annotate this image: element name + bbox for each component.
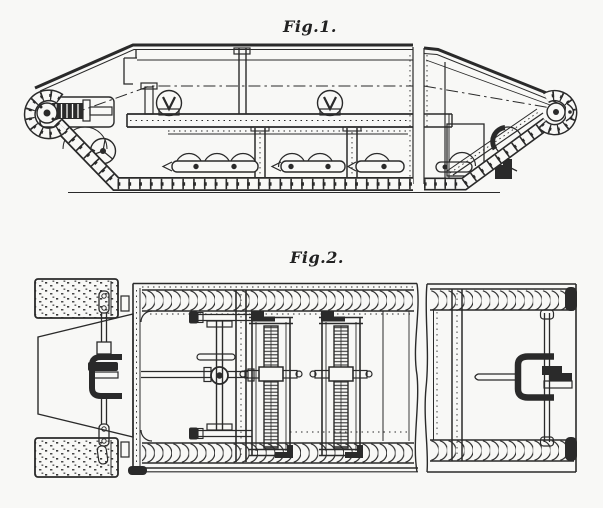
figure-1-side-elevation: Fig.1. — [23, 17, 578, 194]
fig2-rear-bottom-track-band — [430, 440, 574, 461]
fig2-jack-handle — [196, 353, 236, 361]
figure-2-plan-view: Fig.2. — [34, 248, 577, 478]
fig2-rear-break-edge — [424, 283, 429, 473]
fig2-rear-section — [424, 283, 577, 473]
fig2-rear-clamp-bracket — [514, 353, 554, 401]
fig2-worm-screw-column-2 — [309, 311, 373, 458]
figure-2-label: Fig.2. — [289, 248, 344, 267]
fig1-return-roller-rear — [316, 89, 344, 117]
fig2-front-track-pad-top — [34, 278, 119, 319]
fig2-worm-screw-column-1 — [239, 311, 303, 458]
fig1-rear-interior — [444, 62, 544, 179]
fig1-centerline — [51, 85, 558, 122]
fig2-top-track-band — [142, 290, 414, 311]
figure-1-label: Fig.1. — [282, 17, 337, 36]
fig1-main-beam — [126, 113, 453, 135]
fig1-bogie-bars — [161, 160, 473, 173]
fig2-nose-plate — [37, 313, 134, 438]
fig1-return-roller-front — [140, 82, 183, 117]
fig2-steering-linkage — [88, 290, 122, 465]
fig2-left-clamp-bracket — [89, 354, 122, 399]
fig1-roof-post — [233, 47, 251, 114]
fig1-roof-step-bracket — [123, 50, 137, 85]
fig1-front-idler-wheel — [36, 102, 58, 124]
fig2-adjusting-jack — [141, 311, 255, 440]
fig1-rear-idler-wheel — [546, 102, 575, 122]
fig1-hull-outline — [34, 43, 565, 184]
fig2-front-track-pad-bottom — [34, 437, 119, 478]
fig1-frame-posts — [250, 126, 362, 177]
fig2-main-body-break-edge — [414, 283, 419, 473]
fig2-rear-top-track-band — [430, 289, 574, 310]
